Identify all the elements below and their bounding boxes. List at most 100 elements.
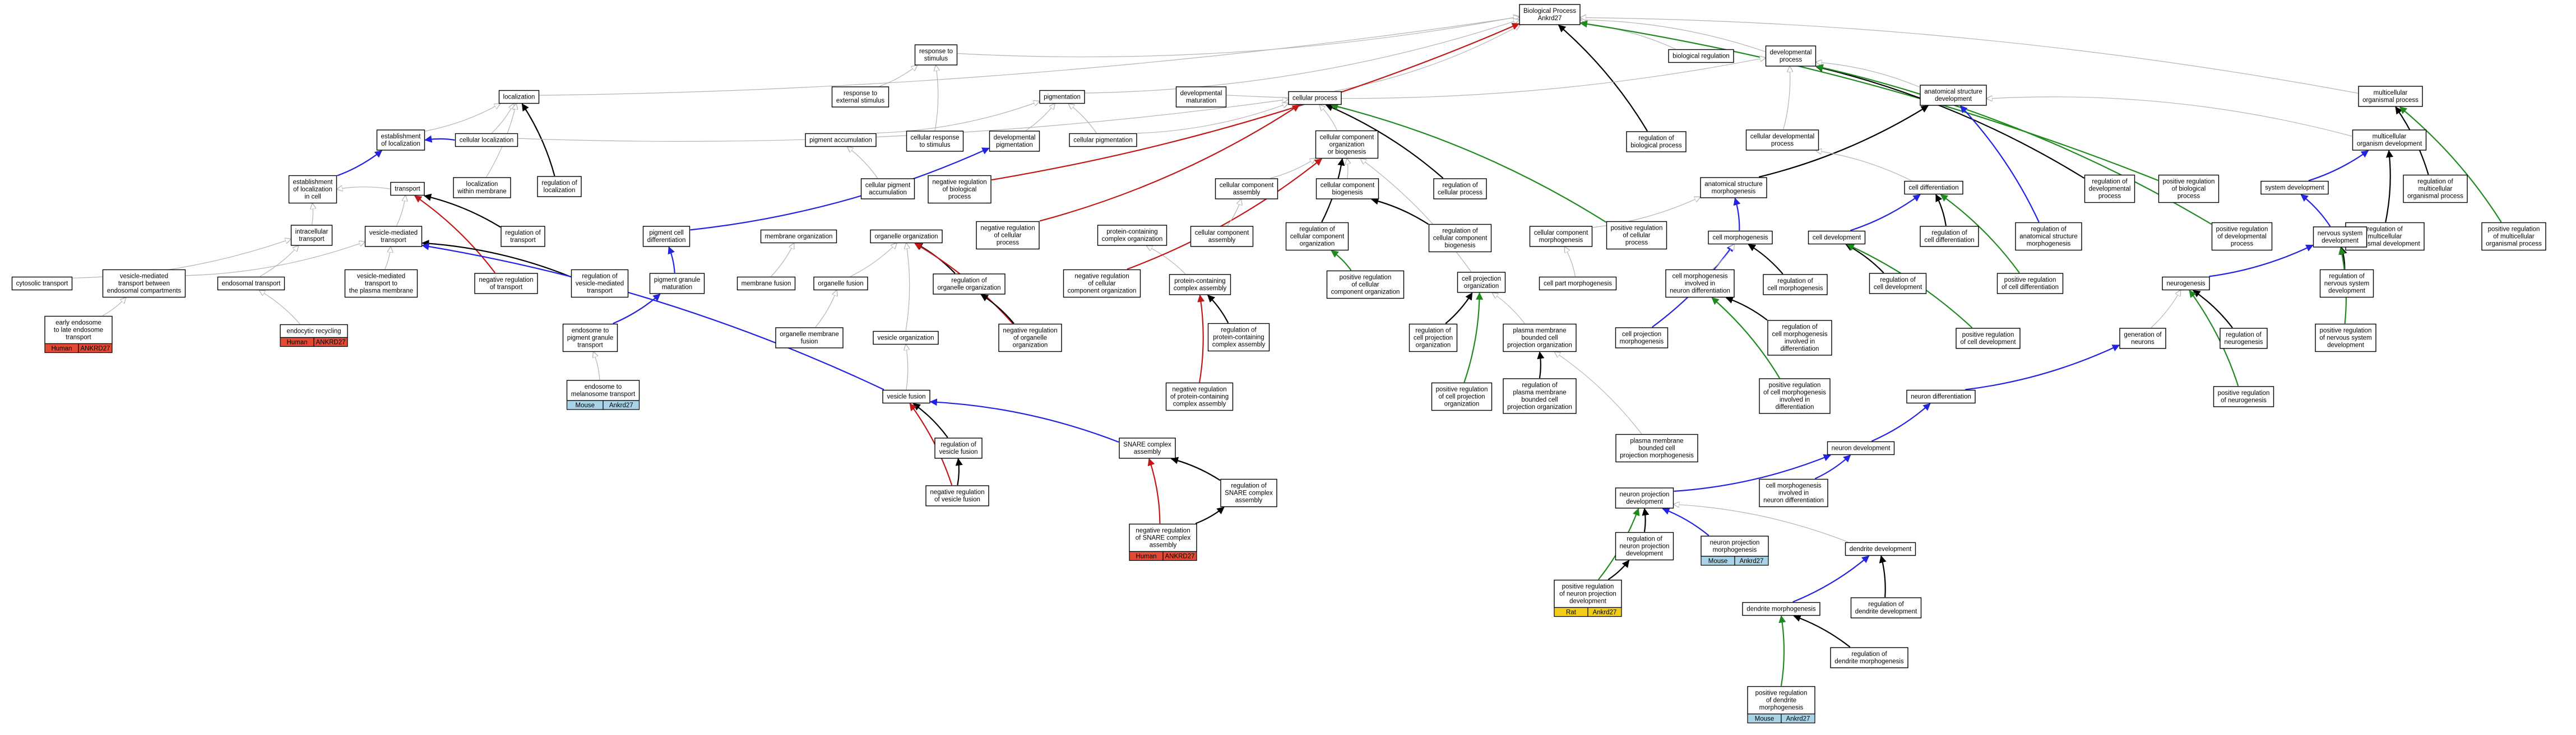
go-term-transport[interactable]: transport bbox=[390, 182, 425, 196]
go-term-organelle-organization[interactable]: organelle organization bbox=[870, 229, 943, 244]
go-term-vesicle-fusion[interactable]: vesicle fusion bbox=[882, 389, 930, 404]
go-term-endosomal-transport[interactable]: endosomal transport bbox=[217, 276, 285, 291]
go-term-neurogenesis[interactable]: neurogenesis bbox=[2162, 276, 2210, 291]
go-term-pigmentation[interactable]: pigmentation bbox=[1039, 90, 1085, 104]
go-term-localization[interactable]: localization bbox=[498, 90, 540, 104]
go-term-cell-differentiation[interactable]: cell differentiation bbox=[1904, 180, 1963, 195]
go-term-cell-development[interactable]: cell development bbox=[1808, 230, 1866, 245]
go-term-neuron-development[interactable]: neuron development bbox=[1827, 441, 1895, 455]
go-term-membrane-organization[interactable]: membrane organization bbox=[760, 229, 837, 244]
go-term-neuron-differentiation[interactable]: neuron differentiation bbox=[1906, 389, 1976, 404]
go-term-cellular-localization[interactable]: cellular localization bbox=[455, 133, 518, 147]
go-term-membrane-fusion[interactable]: membrane fusion bbox=[736, 276, 796, 291]
go-term-cellular-process[interactable]: cellular process bbox=[1288, 91, 1342, 105]
go-term-cytosolic-transport[interactable]: cytosolic transport bbox=[11, 276, 73, 291]
go-term-dendrite-development[interactable]: dendrite development bbox=[1845, 542, 1916, 556]
go-term-system-development[interactable]: system development bbox=[2260, 180, 2329, 195]
go-term-vesicle-organization[interactable]: vesicle organization bbox=[873, 331, 939, 345]
go-term-cell-morphogenesis[interactable]: cell morphogenesis bbox=[1708, 230, 1773, 245]
go-term-dendrite-morphogenesis[interactable]: dendrite morphogenesis bbox=[1742, 602, 1820, 616]
go-term-organelle-fusion[interactable]: organelle fusion bbox=[813, 276, 868, 291]
go-term-biological-regulation[interactable]: biological regulation bbox=[1668, 49, 1734, 63]
go-term-cell-part-morphogenesis[interactable]: cell part morphogenesis bbox=[1539, 276, 1617, 291]
